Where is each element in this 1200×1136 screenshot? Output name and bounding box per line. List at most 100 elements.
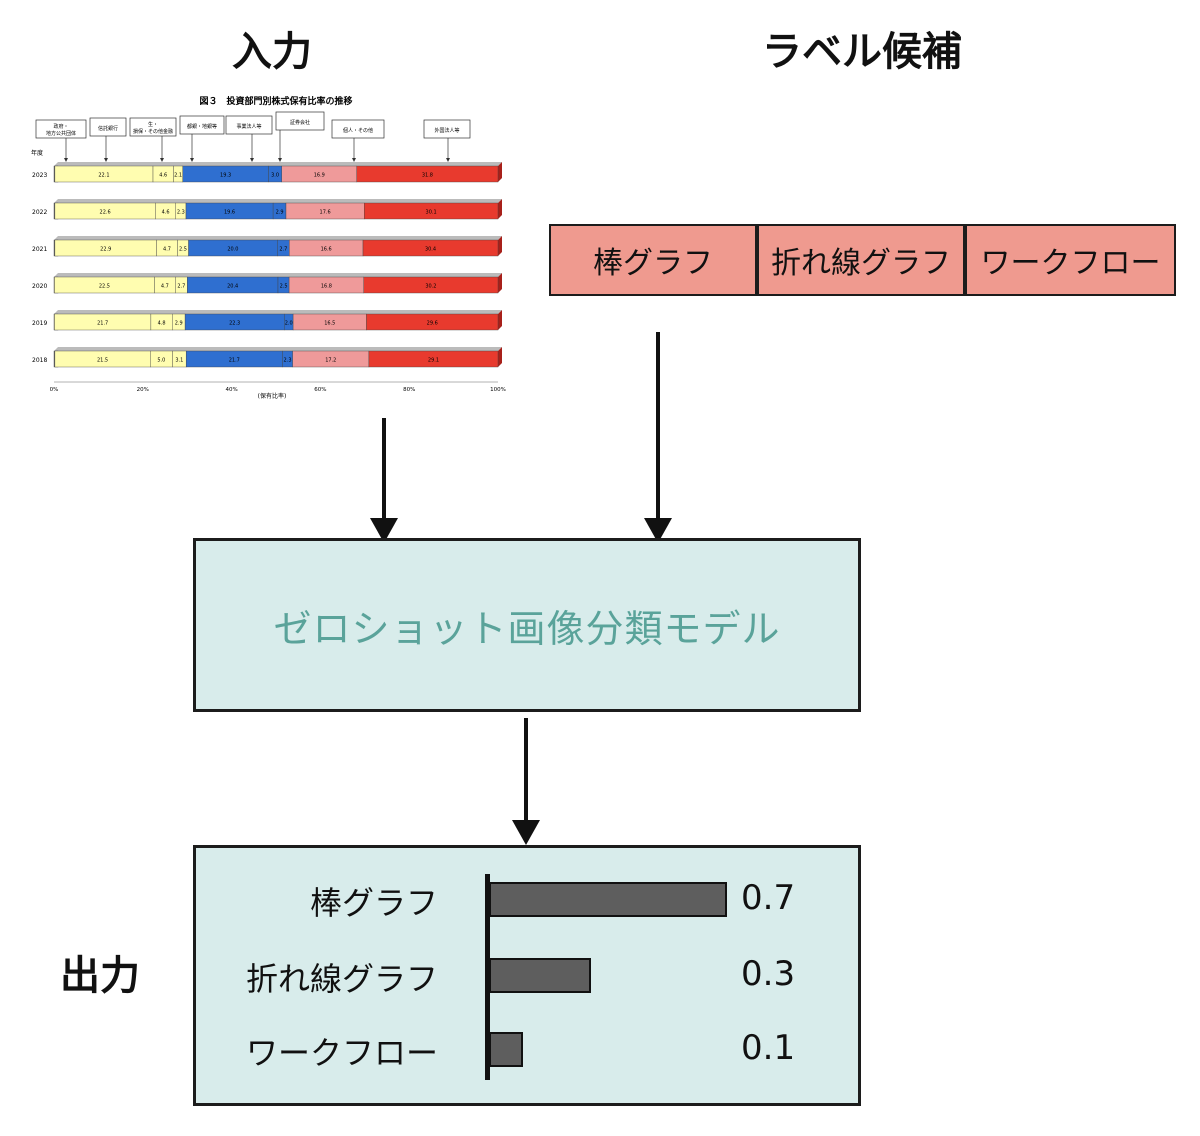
input-chart-segment-label: 5.0: [157, 358, 165, 364]
input-chart-segment-label: 2.9: [276, 210, 284, 216]
input-chart-legend-6: 個人・その他: [331, 119, 385, 162]
input-chart-segment-label: 21.7: [97, 321, 108, 327]
input-chart-bar-side: [498, 310, 502, 330]
input-chart-legend-2: 生・損保・その他金融: [129, 117, 177, 162]
input-chart-segment: [362, 239, 499, 257]
input-chart-segment-label: 30.1: [426, 210, 437, 216]
input-chart-segment-label: 2.5: [280, 284, 288, 290]
input-chart-segment: [356, 165, 499, 183]
input-chart-segment: [366, 313, 499, 331]
input-chart-segment-label: 31.8: [422, 173, 433, 179]
input-chart-segment-label: 22.3: [229, 321, 240, 327]
input-chart-bar-top: [54, 273, 502, 277]
label-candidate-line-chart: 折れ線グラフ: [757, 224, 965, 296]
input-chart-bar-side: [498, 236, 502, 256]
input-chart-xtick: 0%: [50, 387, 59, 393]
input-chart-segment-label: 19.6: [224, 210, 235, 216]
input-chart-segment-label: 29.1: [428, 358, 439, 364]
input-chart-segment-label: 22.6: [100, 210, 111, 216]
input-chart-segment-label: 4.8: [158, 321, 166, 327]
input-chart-segment-label: 2.7: [177, 284, 185, 290]
input-chart-row-year: 2021: [32, 246, 47, 253]
input-chart-bar-top: [54, 347, 502, 351]
input-chart-segment-label: 2.1: [174, 173, 182, 179]
input-chart-bar-top: [54, 199, 502, 203]
input-chart-segment-label: 3.0: [271, 173, 279, 179]
input-chart-bar-top: [54, 236, 502, 240]
input-chart-xtick: 40%: [225, 387, 237, 393]
input-chart-segment: [363, 276, 499, 294]
input-chart-row-year: 2018: [32, 357, 47, 364]
output-probability-bar: [489, 882, 727, 917]
input-chart-bar-side: [498, 199, 502, 219]
input-chart-segment-label: 17.2: [325, 358, 336, 364]
input-chart-legend-label: 都銀・地銀等: [187, 123, 217, 130]
output-chart-axis: [485, 874, 490, 1080]
input-chart-segment-label: 2.7: [279, 247, 287, 253]
input-chart-bar-top: [54, 162, 502, 166]
input-chart-legend-label: 地方公共団体: [46, 130, 76, 137]
model-label: ゼロショット画像分類モデル: [273, 606, 781, 651]
label-candidates-heading: ラベル候補: [762, 29, 962, 75]
input-chart-segment-label: 19.3: [220, 173, 231, 179]
input-chart-segment-label: 21.7: [229, 358, 240, 364]
input-heading: 入力: [232, 29, 312, 75]
output-probability-bar: [489, 958, 591, 993]
input-chart-segment-label: 29.6: [427, 321, 438, 327]
input-chart-segment: [364, 202, 499, 220]
input-chart-segment-label: 16.8: [321, 284, 332, 290]
input-chart-segment-label: 2.3: [177, 210, 185, 216]
input-chart-bar-top: [54, 310, 502, 314]
input-chart-row-year: 2019: [32, 320, 47, 327]
input-chart-segment-label: 22.9: [100, 247, 111, 253]
output-probability-value: 0.3: [741, 954, 796, 994]
output-category-label: ワークフロー: [245, 1034, 438, 1072]
input-chart-segment-label: 2.0: [285, 321, 293, 327]
input-chart-legend-1: 信託銀行: [89, 117, 127, 162]
input-chart-legend-7: 外国法人等: [423, 119, 471, 162]
input-chart-legend-5: 証券会社: [275, 111, 325, 162]
input-chart-legend-label: 個人・その他: [343, 127, 373, 134]
output-probability-value: 0.1: [741, 1028, 796, 1068]
output-probability-bar: [489, 1032, 523, 1067]
input-chart-xtick: 20%: [137, 387, 149, 393]
input-chart-title: 図３ 投資部門別株式保有比率の推移: [199, 95, 352, 107]
input-chart-segment: [368, 350, 499, 368]
input-chart-legend-label: 損保・その他金融: [133, 128, 173, 135]
input-chart-row-year: 2023: [32, 172, 47, 179]
input-chart-segment-label: 3.1: [175, 358, 183, 364]
input-chart-segment-label: 16.5: [324, 321, 335, 327]
input-chart-legend-label: 生・: [148, 121, 158, 128]
zero-shot-model-box: ゼロショット画像分類モデル: [193, 538, 861, 712]
input-chart-bar-side: [498, 347, 502, 367]
label-candidate-bar-chart: 棒グラフ: [549, 224, 757, 296]
input-chart-segment-label: 22.1: [98, 173, 109, 179]
input-chart-legend-0: 政府・地方公共団体: [35, 119, 87, 162]
input-chart-xtick: 80%: [403, 387, 415, 393]
input-chart-row-year: 2022: [32, 209, 47, 216]
input-chart-bar-side: [498, 162, 502, 182]
input-chart-segment-label: 4.6: [162, 210, 170, 216]
input-chart-legend-label: 政府・: [53, 123, 68, 130]
input-chart-legend-label: 証券会社: [290, 119, 310, 126]
input-chart-row-year: 2020: [32, 283, 47, 290]
input-chart-segment-label: 20.0: [227, 247, 238, 253]
input-chart-segment-label: 4.7: [161, 284, 169, 290]
input-chart-segment-label: 17.6: [320, 210, 331, 216]
input-chart-segment-label: 2.3: [284, 358, 292, 364]
arrow-input-to-model: [370, 418, 398, 543]
input-chart-segment-label: 4.6: [159, 173, 167, 179]
output-heading: 出力: [60, 953, 140, 999]
input-chart-bar-side: [498, 273, 502, 293]
output-category-label: 棒グラフ: [309, 884, 438, 922]
input-chart-xlabel: (保有比率): [258, 392, 287, 400]
input-chart-legend-label: 外国法人等: [434, 127, 459, 134]
input-chart-row-axis-label: 年度: [31, 149, 43, 157]
input-chart-segment-label: 16.6: [321, 247, 332, 253]
arrow-model-to-output: [512, 718, 540, 845]
output-probability-value: 0.7: [741, 878, 796, 918]
input-chart-segment-label: 2.9: [175, 321, 183, 327]
label-candidate-workflow: ワークフロー: [965, 224, 1176, 296]
input-chart-xtick: 60%: [314, 387, 326, 393]
